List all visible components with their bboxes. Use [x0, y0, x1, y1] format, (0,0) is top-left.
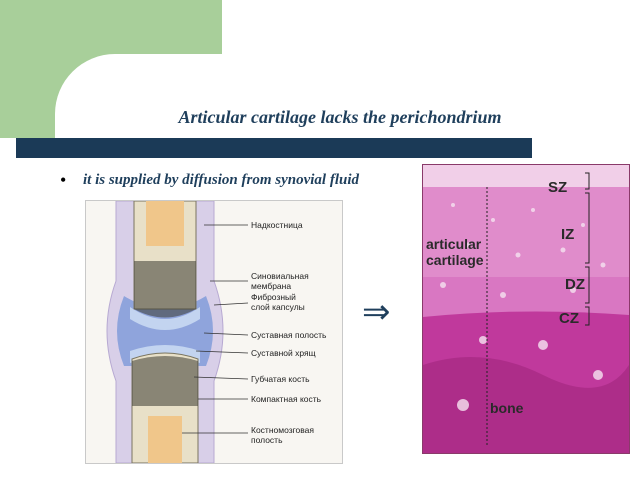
label-spongy-bone: Губчатая кость	[251, 374, 310, 384]
deep-zone	[423, 277, 629, 317]
label-compact-bone: Компактная кость	[251, 394, 322, 404]
zone-brackets	[585, 172, 590, 326]
cartilage-micrograph: SZ IZ DZ CZ articular cartilage bone	[422, 164, 630, 454]
title-rule-bar	[16, 138, 532, 158]
chondrocyte-dots	[440, 203, 606, 411]
label-dz: DZ	[565, 276, 585, 293]
bullet-dot: •	[60, 170, 67, 190]
label-articular: articular	[426, 236, 482, 252]
arrow-icon: ⇒	[362, 294, 391, 331]
label-synovial-1: Синовиальная	[251, 271, 309, 281]
micrograph-svg: SZ IZ DZ CZ articular cartilage bone	[423, 165, 629, 453]
upper-marrow-cavity	[146, 201, 184, 246]
label-fibrous-2: слой капсулы	[251, 302, 305, 312]
label-cz: CZ	[559, 310, 579, 327]
intermediate-zone	[423, 187, 629, 277]
label-iz: IZ	[561, 226, 574, 243]
lower-spongy-bone	[132, 356, 198, 406]
bone-tissue	[423, 357, 629, 453]
label-periosteum: Надкостница	[251, 220, 303, 230]
superficial-zone	[423, 165, 629, 187]
label-bone: bone	[490, 400, 524, 416]
bullet-text: it is supplied by diffusion from synovia…	[83, 172, 359, 188]
upper-cartilage	[130, 307, 200, 330]
label-cartilage: cartilage	[426, 252, 484, 268]
label-marrow-2: полость	[251, 435, 283, 445]
lower-marrow-cavity	[148, 416, 182, 463]
label-marrow-1: Костномозговая	[251, 425, 314, 435]
upper-spongy-bone	[134, 261, 196, 318]
leader-lines	[182, 224, 249, 434]
label-sz: SZ	[548, 179, 567, 196]
joint-diagram-svg: Надкостница Синовиальная мембрана Фиброз…	[106, 200, 327, 464]
slide-title: Articular cartilage lacks the perichondr…	[178, 107, 502, 127]
label-synovial-2: мембрана	[251, 281, 291, 291]
label-fibrous-1: Фиброзный	[251, 292, 296, 302]
joint-diagram: Надкостница Синовиальная мембрана Фиброз…	[85, 200, 343, 464]
label-joint-cavity: Суставная полость	[251, 330, 327, 340]
label-articular-cartilage: Суставной хрящ	[251, 348, 316, 358]
